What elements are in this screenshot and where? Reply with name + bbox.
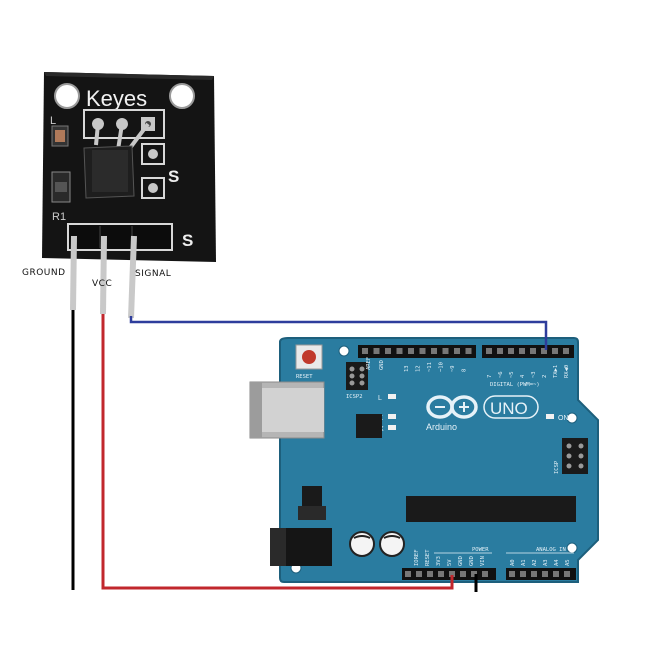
header-hole [553,571,559,577]
digital-pin-label: ~11 [427,362,433,372]
header-hole [373,348,380,354]
header-hole [508,348,514,354]
label-signal: SIGNAL [135,269,171,279]
digital-pin-label: ~9 [450,365,456,372]
power-header-label: POWER [472,547,489,553]
header-hole [362,348,368,354]
power-pin-label: RESET [425,549,431,566]
uno-badge [483,395,539,419]
header-hole [460,571,466,577]
header-hole [471,571,477,577]
power-pin-label: VIN [480,556,486,566]
header-hole [465,348,472,354]
analog-pin-label: A4 [554,559,560,566]
module-label-s-top: S [168,167,179,186]
analog-pin-label: A5 [565,559,571,566]
analog-header-label: ANALOG IN [536,547,566,553]
header-hole [564,571,570,577]
aref-label: AREF [366,357,372,370]
digital-pin-label: TX▶1 [553,365,559,378]
mounting-hole-right [169,83,195,109]
module-brand: Keyes [86,86,147,111]
analog-pin-label: A0 [510,559,516,566]
header-hole [454,348,460,354]
digital-header-right [482,345,574,358]
header-hole [408,348,414,354]
digital-pin-label: ~5 [509,371,515,378]
digital-pin-label: 2 [542,375,548,378]
module-label-r: R1 [52,211,66,223]
power-pin-label: 5V [447,559,453,566]
module-pin-header [67,223,173,251]
gnd-label: GND [379,360,385,370]
header-hole [482,571,488,577]
power-pin-label: 3V3 [436,556,442,566]
header-hole [541,348,547,354]
mounting-hole-left [54,83,80,109]
label-ground: GROUND [22,268,66,278]
header-hole [416,571,422,577]
header-hole [530,348,536,354]
digital-pin-label: RX◀0 [564,365,570,378]
header-hole [563,348,569,354]
power-pin-label: IOREF [414,549,420,566]
digital-pin-label: 4 [520,374,526,378]
module-label-l: L [50,115,56,127]
header-hole [509,571,515,577]
digital-pin-label: ~3 [531,371,537,378]
pin-ground [70,235,77,311]
header-hole [431,348,437,354]
header-hole [419,348,426,354]
usb-chip [356,414,382,438]
analog-pin-label: A2 [532,559,538,566]
header-hole [449,571,455,577]
label-vcc: VCC [92,279,112,289]
on-label: ON [558,415,569,422]
header-hole [520,571,526,577]
wire-vcc [101,314,454,590]
digital-pin-label: 13 [404,365,410,372]
main-mcu [406,496,576,522]
wire-signal [129,316,548,350]
arduino-logo [426,395,478,419]
board-name: Arduino [426,422,457,432]
digital-pin-label: 8 [462,369,468,372]
icsp2-header [346,362,368,390]
header-hole [396,348,403,354]
header-hole [486,348,492,354]
header-hole [519,348,525,354]
header-hole [552,348,558,354]
analog-pin-label: A3 [543,559,549,566]
sensor-module: Keyes L S R1 S [42,72,216,319]
header-hole [442,348,449,354]
icsp2-label: ICSP2 [346,394,363,400]
header-hole [405,571,411,577]
pin-signal [128,235,137,319]
header-hole [542,571,548,577]
header-hole [385,348,391,354]
power-pin-label: GND [469,556,475,566]
icsp-label: ICSP [554,460,560,474]
reset-label: RESET [296,374,313,380]
icsp-header [562,438,588,474]
header-hole [497,348,503,354]
header-hole [531,571,537,577]
digital-pin-label: ~6 [498,371,504,378]
board-model: UNO [490,399,528,418]
header-hole [438,571,444,577]
analog-pin-label: A1 [521,559,527,566]
digital-header-label: DIGITAL (PWM=~) [490,382,540,388]
digital-pin-label: 12 [416,365,422,372]
digital-pin-label: ~10 [439,362,445,372]
module-led [55,130,65,142]
digital-pin-label: 7 [487,375,493,378]
pin-vcc [100,235,107,315]
led-l-label: L [378,395,382,402]
module-label-s-bottom: S [182,231,193,250]
power-pin-label: GND [458,556,464,566]
header-hole [427,571,433,577]
